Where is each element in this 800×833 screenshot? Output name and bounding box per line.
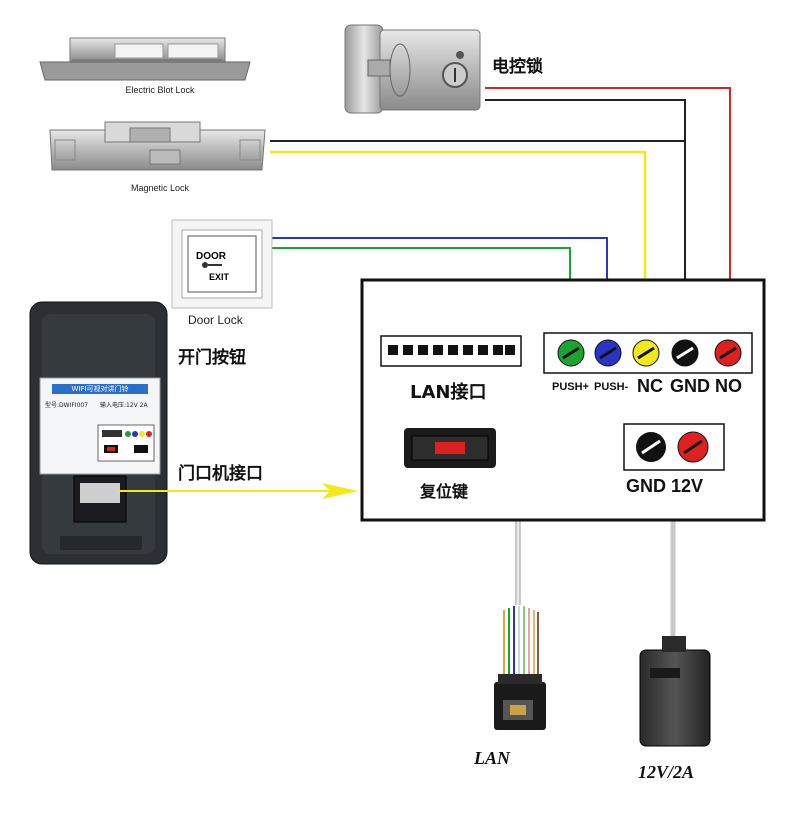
exit-button-face-top: DOOR [196, 251, 226, 262]
exit-button-caption: 开门按钮 [178, 348, 246, 368]
terminal-gnd [671, 339, 699, 367]
reset-button-label: 复位键 [420, 482, 469, 501]
power-terminal-screws [636, 431, 709, 463]
terminal-nc [632, 339, 660, 367]
electric-bolt-lock-image [39, 37, 251, 81]
wire-black-gnd [485, 99, 686, 345]
power-adapter-label: 12V/2A [638, 762, 695, 782]
controller-box [360, 278, 766, 522]
terminal-label-gnd: GND [670, 376, 710, 396]
terminal-screws [557, 339, 742, 367]
wire-red-no [485, 87, 731, 345]
terminal-label-no: NO [715, 376, 742, 396]
terminal-label-push-plus: PUSH+ [552, 381, 589, 393]
power-terminal-12v [677, 431, 709, 463]
power-terminal-label: GND 12V [626, 476, 704, 496]
magnetic-lock-label: Magnetic Lock [130, 183, 190, 193]
reset-button-icon [404, 428, 496, 468]
exit-button-label: Door Lock [188, 313, 243, 327]
exit-button-image [171, 219, 273, 309]
doorbell-unit-image [29, 301, 168, 565]
power-terminal-gnd [636, 432, 666, 462]
arrow-to-controller [118, 483, 358, 499]
magnetic-lock-image [49, 121, 266, 171]
lan-cable-label: LAN [474, 748, 510, 768]
terminal-push-plus [557, 339, 585, 367]
terminal-no [714, 339, 742, 367]
doorbell-interface-caption: 门口机接口 [178, 464, 263, 484]
power-adapter-image [639, 636, 711, 747]
exit-button-face-bottom: EXIT [209, 272, 230, 282]
lan-connector-image [494, 674, 546, 730]
terminal-push-minus [594, 339, 622, 367]
lan-port-icon [380, 335, 522, 367]
doorbell-sticker-title: WIFI可视对讲门铃 [71, 385, 129, 393]
electric-bolt-lock-label: Electric Blot Lock [125, 85, 195, 95]
doorbell-sticker-model: 型号:DWIFI007 [45, 402, 89, 409]
terminal-label-push-minus: PUSH- [594, 381, 629, 393]
electric-control-lock-image [344, 24, 481, 114]
electric-control-lock-label: 电控锁 [492, 57, 543, 77]
lan-port-label: LAN接口 [410, 382, 487, 403]
doorbell-sticker-input: 输入电压:12V 2A [100, 402, 148, 409]
terminal-label-nc: NC [637, 376, 663, 396]
